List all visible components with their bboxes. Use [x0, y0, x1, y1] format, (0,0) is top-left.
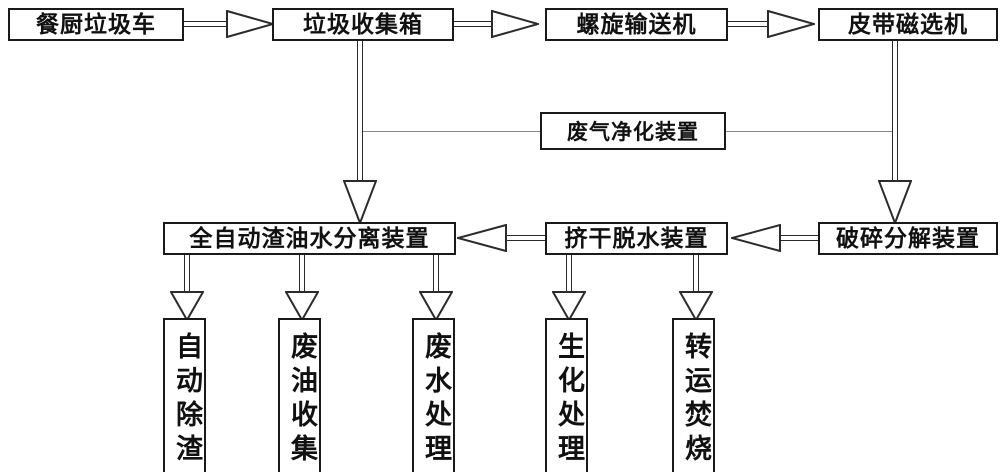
process-label: 破碎分解装置	[836, 226, 980, 251]
process-box-waste-collection-bin: 垃圾收集箱	[272, 8, 454, 41]
terminal-label: 废水处理	[421, 332, 451, 468]
process-box-squeeze-dewatering-device: 挤干脱水装置	[545, 222, 728, 255]
terminal-box-transfer-incineration: 转运焚烧	[672, 318, 715, 472]
arrowhead-down-wastewater-treatment	[419, 291, 453, 321]
connector-shaft-to-waste-oil-collection	[299, 255, 305, 293]
process-box-food-waste-truck: 餐厨垃圾车	[8, 8, 184, 41]
connector-shaft-to-transfer-incineration	[693, 255, 699, 293]
terminal-label: 废油收集	[287, 332, 317, 468]
terminal-box-biochemical-treatment: 生化处理	[545, 318, 588, 472]
process-label: 螺旋输送机	[576, 12, 697, 37]
process-label: 垃圾收集箱	[303, 12, 423, 37]
arrowhead-down-bin-to-separator-device	[343, 180, 377, 224]
arrowhead-right-bin-to-conveyor	[491, 10, 539, 38]
gas-line-left	[360, 131, 542, 132]
connector-shaft-dewatering-to-separator	[505, 235, 547, 241]
arrowhead-down-auto-slag-removal	[170, 291, 204, 321]
process-label: 皮带磁选机	[848, 12, 968, 37]
process-box-screw-conveyor: 螺旋输送机	[545, 8, 728, 41]
arrowhead-left-crushing-to-dewatering	[731, 224, 781, 252]
process-label: 废气净化装置	[567, 120, 699, 144]
arrowhead-down-waste-oil-collection	[285, 291, 319, 321]
connector-shaft-bin-to-conveyor	[454, 21, 494, 27]
arrowhead-down-transfer-incineration	[679, 291, 713, 321]
terminal-box-wastewater-treatment: 废水处理	[412, 318, 455, 472]
connector-shaft-bin-to-separator-device	[357, 41, 363, 182]
gas-line-right	[723, 131, 895, 132]
process-label: 全自动渣油水分离装置	[189, 226, 430, 251]
arrowhead-right-truck-to-bin	[226, 10, 274, 38]
arrowhead-down-magnetic-to-crushing	[878, 180, 912, 224]
connector-shaft-magnetic-to-crushing	[892, 41, 898, 182]
arrowhead-right-conveyor-to-separator	[767, 10, 815, 38]
process-box-belt-magnetic-separator: 皮带磁选机	[818, 8, 998, 41]
terminal-box-auto-slag-removal: 自动除渣	[163, 318, 206, 472]
connector-shaft-to-wastewater-treatment	[433, 255, 439, 293]
arrowhead-left-dewatering-to-separator	[457, 224, 507, 252]
terminal-box-waste-oil-collection: 废油收集	[278, 318, 321, 472]
terminal-label: 生化处理	[554, 332, 584, 468]
process-label: 餐厨垃圾车	[36, 12, 156, 37]
terminal-label: 自动除渣	[172, 332, 202, 468]
connector-shaft-crushing-to-dewatering	[780, 235, 820, 241]
terminal-label: 转运焚烧	[681, 332, 711, 468]
connector-shaft-to-biochemical-treatment	[566, 255, 572, 293]
process-box-auto-oil-water-separator: 全自动渣油水分离装置	[163, 222, 456, 255]
process-box-exhaust-gas-purification-device: 废气净化装置	[540, 112, 726, 150]
process-box-crushing-decomposition-device: 破碎分解装置	[818, 222, 998, 255]
arrowhead-down-biochemical-treatment	[552, 291, 586, 321]
connector-shaft-to-auto-slag-removal	[184, 255, 190, 293]
connector-shaft-truck-to-bin	[184, 21, 229, 27]
process-label: 挤干脱水装置	[564, 226, 709, 251]
connector-shaft-conveyor-to-separator	[728, 21, 770, 27]
